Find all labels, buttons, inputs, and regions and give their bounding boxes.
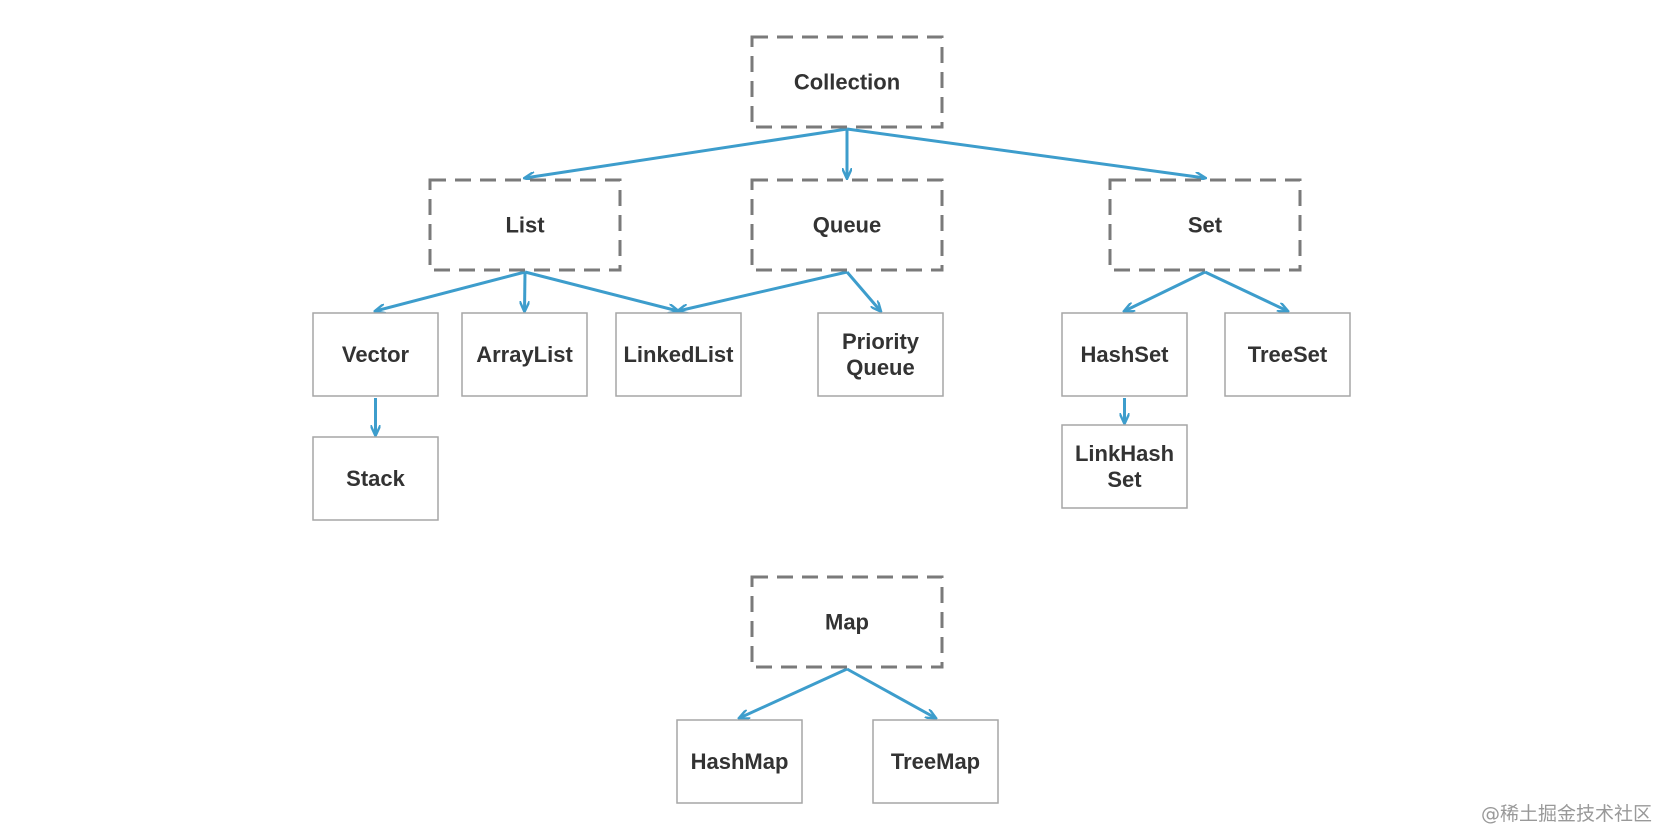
edge-map-to-treemap xyxy=(846,667,936,718)
node-label-set: Set xyxy=(1188,213,1223,238)
node-linkedlist: LinkedList xyxy=(615,312,742,397)
node-label-hashmap: HashMap xyxy=(691,749,789,774)
node-label-linkedlist: LinkedList xyxy=(623,342,734,367)
node-box-vector xyxy=(312,312,439,397)
node-stack: Stack xyxy=(312,436,439,521)
edge-list-to-arraylist xyxy=(525,271,526,311)
node-label-map: Map xyxy=(825,610,869,635)
node-treemap: TreeMap xyxy=(872,719,999,804)
node-arraylist: ArrayList xyxy=(461,312,588,397)
node-treeset: TreeSet xyxy=(1224,312,1351,397)
node-box-hashset xyxy=(1061,312,1188,397)
node-map: Map xyxy=(750,575,944,669)
edge-map-to-hashmap xyxy=(740,667,848,718)
node-box-linkhashset xyxy=(1061,424,1188,509)
node-box-set xyxy=(1108,178,1302,272)
node-label-linkhashset: LinkHash xyxy=(1075,441,1174,466)
node-list: List xyxy=(428,178,622,272)
node-collection: Collection xyxy=(750,35,944,129)
node-label-stack: Stack xyxy=(346,466,405,491)
node-label-priorityqueue: Priority xyxy=(842,329,920,354)
node-box-treeset xyxy=(1224,312,1351,397)
node-box-arraylist xyxy=(461,312,588,397)
node-vector: Vector xyxy=(312,312,439,397)
node-box-priorityqueue xyxy=(817,312,944,397)
node-box-list xyxy=(428,178,622,272)
edge-queue-to-linkedlist xyxy=(678,270,848,311)
node-label-hashset: HashSet xyxy=(1080,342,1169,367)
edge-list-to-linkedlist xyxy=(524,270,678,311)
node-queue: Queue xyxy=(750,178,944,272)
node-hashmap: HashMap xyxy=(676,719,803,804)
edges-layer xyxy=(376,127,1288,718)
node-label-vector: Vector xyxy=(342,342,410,367)
node-label-collection: Collection xyxy=(794,70,900,95)
node-box-hashmap xyxy=(676,719,803,804)
node-box-queue xyxy=(750,178,944,272)
node-label-arraylist: ArrayList xyxy=(476,342,573,367)
watermark: @稀土掘金技术社区 xyxy=(1480,803,1652,825)
node-label-linkhashset: Set xyxy=(1107,467,1142,492)
node-box-map xyxy=(750,575,944,669)
edge-queue-to-priorityqueue xyxy=(845,271,881,311)
node-box-collection xyxy=(750,35,944,129)
edge-set-to-hashset xyxy=(1125,270,1206,311)
edge-collection-to-set xyxy=(846,127,1205,178)
node-box-treemap xyxy=(872,719,999,804)
node-label-priorityqueue: Queue xyxy=(846,355,914,380)
node-label-treeset: TreeSet xyxy=(1248,342,1328,367)
edge-collection-to-list xyxy=(525,127,848,178)
node-set: Set xyxy=(1108,178,1302,272)
edge-list-to-vector xyxy=(376,270,526,311)
node-hashset: HashSet xyxy=(1061,312,1188,397)
node-label-list: List xyxy=(505,213,545,238)
edge-set-to-treeset xyxy=(1204,270,1288,311)
node-box-linkedlist xyxy=(615,312,742,397)
node-box-stack xyxy=(312,436,439,521)
node-label-treemap: TreeMap xyxy=(891,749,980,774)
node-label-queue: Queue xyxy=(813,213,881,238)
